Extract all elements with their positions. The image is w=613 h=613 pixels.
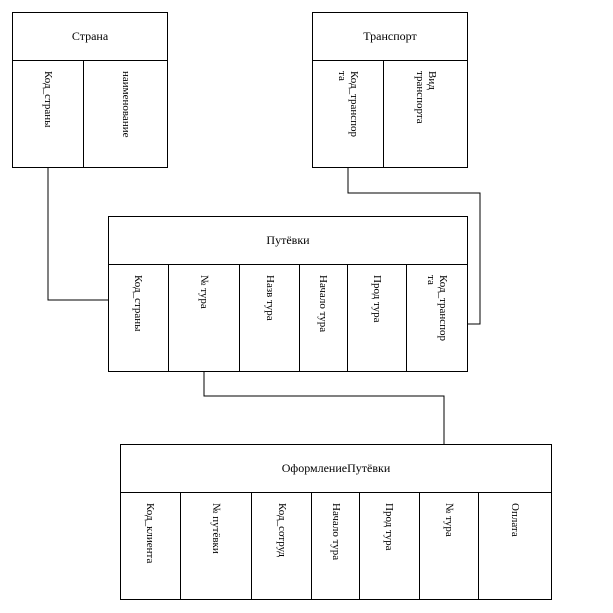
- column-label: Код_страны: [132, 275, 145, 332]
- column-nomer-tura: № тура: [169, 265, 241, 371]
- column-label: Код_клиента: [144, 503, 157, 564]
- column-prod-tura: Прод тура: [348, 265, 408, 371]
- column-label: Вид транспорта: [413, 71, 438, 124]
- column-vid-transporta: Вид транспорта: [384, 61, 467, 167]
- column-label: наименование: [119, 71, 132, 138]
- link-transport-putevki: [347, 168, 481, 325]
- entity-title: Путёвки: [109, 217, 467, 265]
- column-label: Код_страны: [42, 71, 55, 128]
- column-label: № тура: [442, 503, 455, 537]
- column-kod-transporta: Код_транспор та: [313, 61, 385, 167]
- column-prod-tura: Прод тура: [360, 493, 420, 599]
- entity-transport: Транспорт Код_транспор та Вид транспорта: [312, 12, 468, 168]
- column-label: Назв тура: [263, 275, 276, 321]
- column-nomer-tura: № тура: [420, 493, 480, 599]
- column-nazv-tura: Назв тура: [240, 265, 300, 371]
- column-nomer-putevki: № путёвки: [181, 493, 253, 599]
- entity-strana: Страна Код_страны наименование: [12, 12, 168, 168]
- column-label: Прод тура: [371, 275, 383, 323]
- column-label: Прод тура: [383, 503, 396, 551]
- link-strana-putevki: [47, 155, 120, 301]
- column-kod-transporta: Код_транспор та: [407, 265, 467, 371]
- column-oplata: Оплата: [479, 493, 551, 599]
- column-nachalo-tura: Начало тура: [312, 493, 360, 599]
- entity-title: Страна: [13, 13, 167, 61]
- column-label: Код_сотруд: [275, 503, 288, 558]
- column-kod-strany: Код_страны: [109, 265, 169, 371]
- column-label: Код_транспор та: [425, 275, 450, 342]
- entity-title: ОформлениеПутёвки: [121, 445, 551, 493]
- column-kod-sotrud: Код_сотруд: [252, 493, 313, 599]
- column-kod-klienta: Код_клиента: [121, 493, 181, 599]
- column-label: № тура: [197, 275, 210, 309]
- entity-oformlenie-putevki: ОформлениеПутёвки Код_клиента № путёвки …: [120, 444, 552, 600]
- entity-title: Транспорт: [313, 13, 467, 61]
- column-label: Начало тура: [329, 503, 342, 561]
- column-kod-strany: Код_страны: [13, 61, 85, 167]
- entity-putevki: Путёвки Код_страны № тура Назв тура Нача…: [108, 216, 468, 372]
- column-label: Оплата: [509, 503, 522, 537]
- column-naimenovanie: наименование: [84, 61, 167, 167]
- column-label: Код_транспор та: [336, 71, 361, 138]
- column-nachalo-tura: Начало тура: [300, 265, 348, 371]
- column-label: Начало тура: [317, 275, 330, 333]
- column-label: № путёвки: [210, 503, 223, 554]
